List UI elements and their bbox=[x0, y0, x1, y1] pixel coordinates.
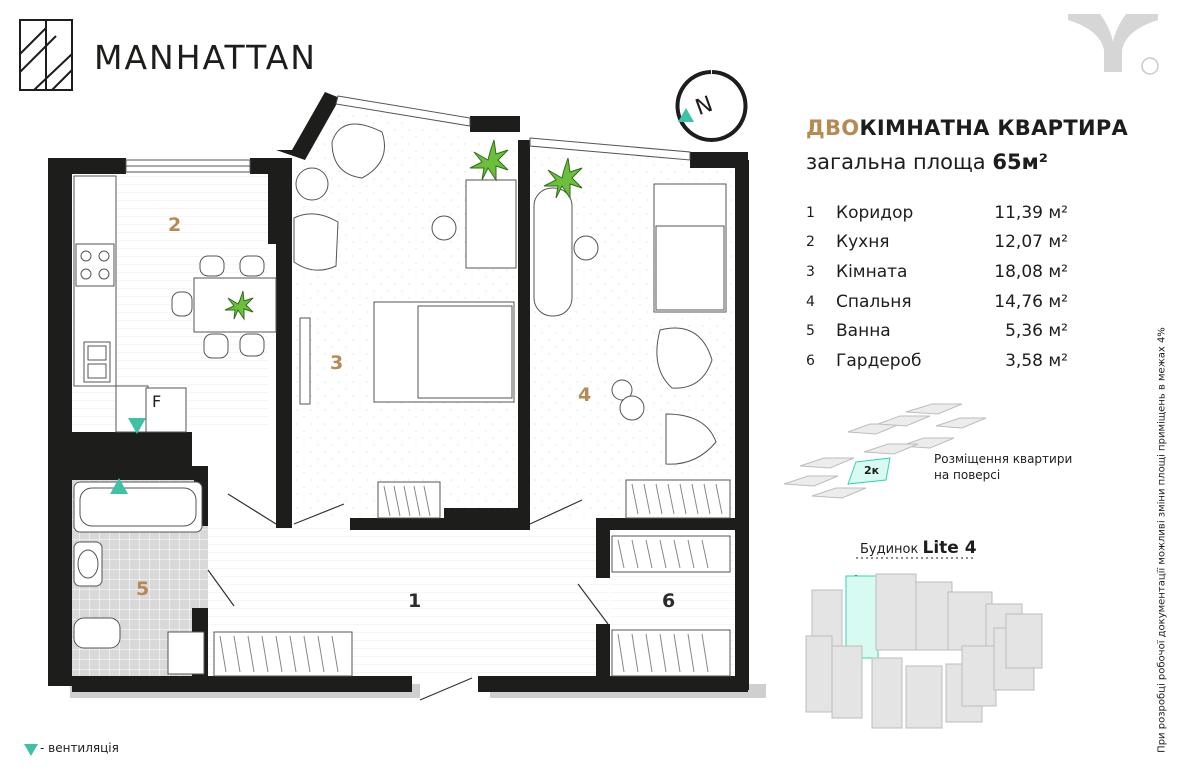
compass bbox=[675, 70, 748, 142]
list-item: 6 Гардероб 3,58 м² bbox=[806, 346, 1068, 376]
brand-logo-icon bbox=[19, 19, 73, 91]
list-item: 2 Кухня 12,07 м² bbox=[806, 228, 1068, 258]
floor-map-caption: Розміщення квартири на поверсі bbox=[934, 451, 1072, 483]
room-number: 5 bbox=[806, 323, 815, 340]
total-area: загальна площа 65м² bbox=[806, 150, 1048, 174]
room-area: 11,39 м² bbox=[994, 202, 1068, 223]
room-name: Ванна bbox=[836, 321, 891, 342]
closet-lines bbox=[219, 483, 723, 673]
building-model bbox=[805, 557, 1043, 729]
plan-room-number: 2 bbox=[168, 214, 182, 236]
plan-room-number: 5 bbox=[136, 578, 150, 600]
room-name: Кімната bbox=[836, 261, 908, 282]
list-item: 4 Спальня 14,76 м² bbox=[806, 287, 1068, 317]
room-name: Кухня bbox=[836, 232, 890, 253]
room-area: 3,58 м² bbox=[1005, 350, 1068, 371]
walls bbox=[48, 92, 749, 692]
room-list: 1 Коридор 11,39 м² 2 Кухня 12,07 м² 3 Кімната… bbox=[806, 198, 1068, 376]
room-number: 4 bbox=[806, 293, 815, 310]
brand-mark-icon bbox=[1068, 14, 1159, 75]
floor-unit-label: 2к bbox=[864, 464, 880, 477]
room-number: 1 bbox=[806, 204, 815, 221]
list-item: 1 Коридор 11,39 м² bbox=[806, 198, 1068, 228]
room-name: Коридор bbox=[836, 202, 914, 223]
plan-room-number: 1 bbox=[408, 590, 422, 612]
bedroom-furniture bbox=[533, 183, 727, 465]
total-area-value: 65м² bbox=[992, 150, 1048, 174]
building-name: Lite 4 bbox=[922, 538, 977, 558]
total-area-label: загальна площа bbox=[806, 150, 993, 174]
ventilation-marker bbox=[110, 478, 128, 494]
list-item: 3 Кімната 18,08 м² bbox=[806, 257, 1068, 287]
building-label: Будинок bbox=[860, 542, 919, 557]
room-number: 2 bbox=[806, 234, 815, 251]
room-area: 14,76 м² bbox=[994, 291, 1068, 312]
list-item: 5 Ванна 5,36 м² bbox=[806, 316, 1068, 346]
fridge-label: F bbox=[152, 392, 162, 411]
living-room-furniture bbox=[293, 123, 517, 405]
plan-room-number: 4 bbox=[578, 384, 592, 406]
doors bbox=[207, 493, 609, 701]
floor-position-map bbox=[783, 403, 987, 499]
room-number: 6 bbox=[806, 352, 815, 369]
page-title: ДВОКІМНАТНА КВАРТИРА bbox=[806, 116, 1128, 140]
closets bbox=[213, 479, 731, 677]
floor-map-caption-line: на поверсі bbox=[934, 468, 1001, 482]
room-area: 18,08 м² bbox=[994, 261, 1068, 282]
room-area: 5,36 м² bbox=[1005, 321, 1068, 342]
ventilation-marker bbox=[128, 418, 146, 434]
title-accent: ДВО bbox=[806, 116, 860, 140]
plant-icons bbox=[224, 139, 583, 321]
building-caption: Будинок Lite 4 bbox=[860, 538, 977, 558]
room-name: Спальня bbox=[836, 291, 912, 312]
plan-room-number: 6 bbox=[662, 590, 676, 612]
side-note: При розробці робочої документації можлив… bbox=[1152, 320, 1172, 760]
title-rest: КІМНАТНА КВАРТИРА bbox=[859, 116, 1129, 140]
room-name: Гардероб bbox=[836, 350, 922, 371]
plan-room-number: 3 bbox=[330, 352, 344, 374]
brand-name: MANHATTAN bbox=[94, 38, 317, 77]
side-note-text: При розробці робочої документації можлив… bbox=[1156, 327, 1168, 753]
room-number: 3 bbox=[806, 263, 815, 280]
room-area: 12,07 м² bbox=[994, 232, 1068, 253]
bathroom bbox=[73, 481, 205, 675]
windows bbox=[125, 95, 691, 173]
legend-ventilation: - вентиляція bbox=[40, 741, 119, 755]
floor-map-caption-line: Розміщення квартири bbox=[934, 452, 1073, 466]
legend-ventilation-icon bbox=[24, 744, 38, 756]
